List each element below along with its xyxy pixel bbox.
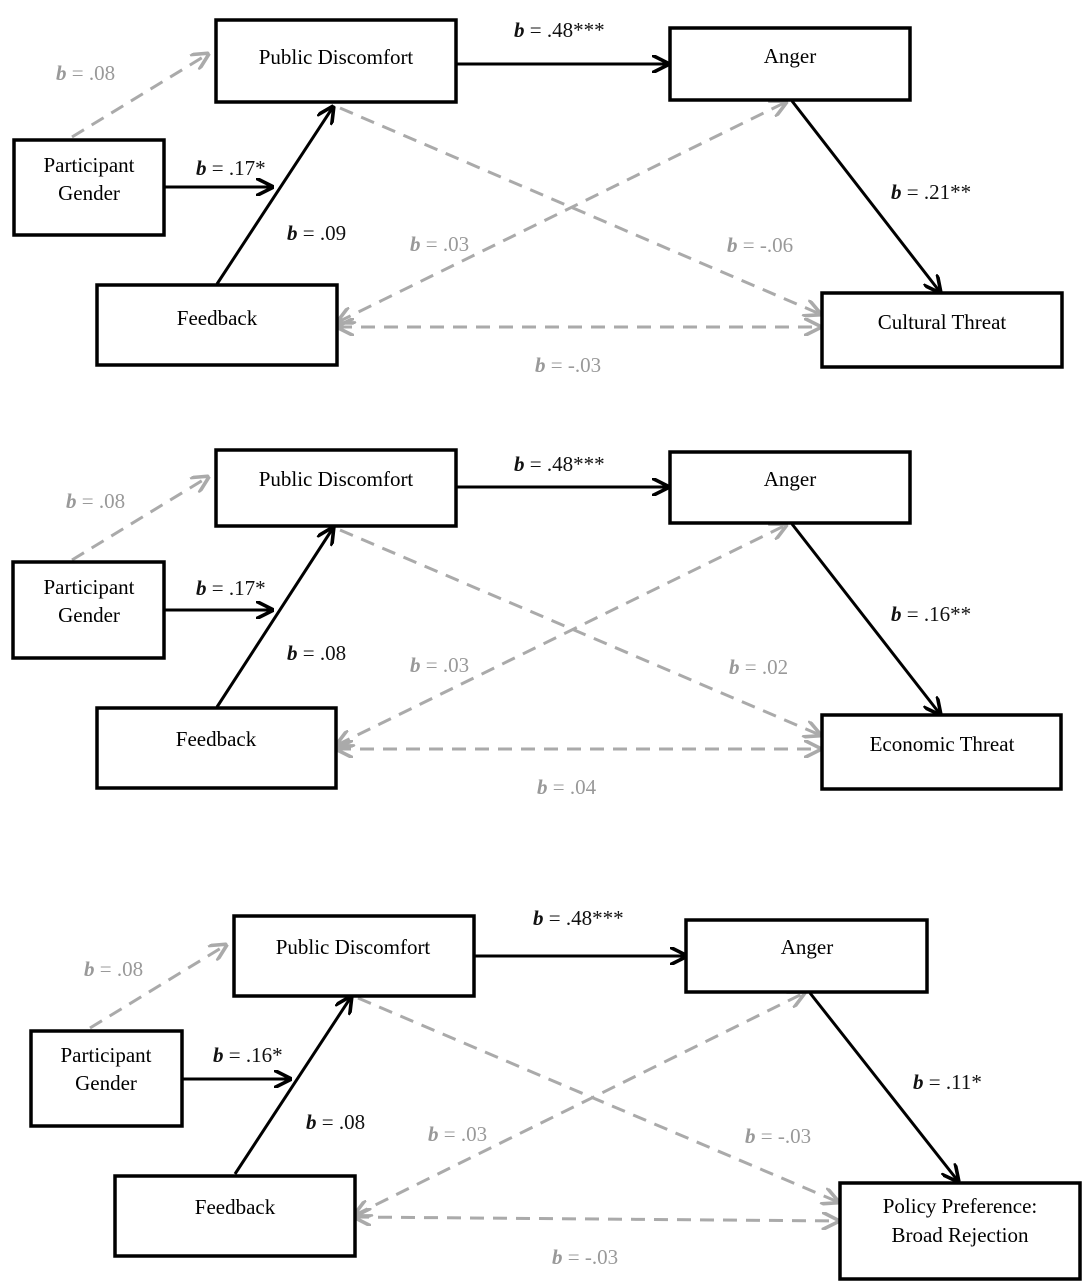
box-anger [668,450,912,525]
box-feedback [95,706,338,790]
path-anger-to-outcome-coefficient: b = .16** [891,602,971,626]
node-label-participant: Participant [44,575,135,599]
box-outcome [820,291,1064,369]
path-feedback-to-anger-arrow [338,102,786,322]
path-feedback-to-outcome-arrow [355,1217,838,1221]
path-anger-to-outcome-arrow [790,523,940,714]
box-feedback [113,1174,357,1258]
node-label-anger: Anger [764,44,816,68]
box-outcome [820,713,1063,791]
box-feedback [95,283,339,367]
path-feedback-to-anger-coefficient: b = .03 [428,1122,487,1146]
path-feedback-to-anger-arrow [337,525,786,745]
path-gender-to-public-discomfort-arrow [71,54,208,139]
node-label-public-discomfort: Public Discomfort [259,45,414,69]
node-label-outcome-line1: Economic Threat [870,732,1015,756]
panel-2: Public Discomfort AngerParticipantGenderF… [11,448,1063,799]
path-feedback-to-public-discomfort-coefficient: b = .08 [287,641,346,665]
path-public-discomfort-to-outcome-arrow [339,528,820,735]
path-gender-to-feedback-path-coefficient: b = .16* [213,1043,283,1067]
box-anger [684,918,929,994]
path-feedback-to-public-discomfort-arrow [215,107,333,285]
path-public-discomfort-to-anger-coefficient: b = .48*** [514,452,605,476]
node-label-feedback: Feedback [176,727,257,751]
node-label-outcome-line2: Broad Rejection [891,1223,1029,1247]
box-public-discomfort [214,448,458,528]
path-public-discomfort-to-outcome-coefficient: b = -.06 [727,233,793,257]
path-feedback-to-public-discomfort-arrow [215,528,333,708]
box-participant-gender [11,560,166,660]
path-gender-to-public-discomfort-coefficient: b = .08 [84,957,143,981]
node-label-feedback: Feedback [195,1195,276,1219]
node-label-anger: Anger [764,467,816,491]
node-label-outcome-line1: Policy Preference: [883,1194,1038,1218]
node-label-participant: Participant [61,1043,152,1067]
path-anger-to-outcome-arrow [808,992,958,1181]
path-public-discomfort-to-outcome-coefficient: b = .02 [729,655,788,679]
path-feedback-to-public-discomfort-coefficient: b = .09 [287,221,346,245]
path-feedback-to-anger-arrow [355,993,804,1215]
path-public-discomfort-to-anger-coefficient: b = .48*** [514,18,605,42]
node-label-public-discomfort: Public Discomfort [276,935,431,959]
path-gender-to-feedback-path-coefficient: b = .17* [196,156,266,180]
box-public-discomfort [232,914,476,998]
path-gender-to-public-discomfort-coefficient: b = .08 [56,61,115,85]
path-public-discomfort-to-outcome-arrow [357,996,838,1202]
path-public-discomfort-to-outcome-coefficient: b = -.03 [745,1124,811,1148]
path-gender-to-public-discomfort-arrow [71,477,208,562]
path-anger-to-outcome-coefficient: b = .11* [913,1070,982,1094]
path-feedback-to-outcome-coefficient: b = .04 [537,775,597,799]
box-participant-gender [29,1029,184,1128]
node-label-participant: Participant [44,153,135,177]
path-gender-to-public-discomfort-coefficient: b = .08 [66,489,125,513]
box-anger [668,26,912,102]
path-gender-to-feedback-path-coefficient: b = .17* [196,576,266,600]
path-public-discomfort-to-anger-coefficient: b = .48*** [533,906,624,930]
path-feedback-to-anger-coefficient: b = .03 [410,653,469,677]
box-outcome [838,1181,1082,1281]
path-gender-to-public-discomfort-arrow [89,945,226,1030]
box-participant-gender [12,138,166,237]
node-label-gender: Gender [58,603,120,627]
node-label-gender: Gender [58,181,120,205]
box-public-discomfort [214,18,458,104]
node-label-outcome-line1: Cultural Threat [878,310,1007,334]
node-label-feedback: Feedback [177,306,258,330]
node-label-gender: Gender [75,1071,137,1095]
path-public-discomfort-to-outcome-arrow [339,106,820,314]
path-feedback-to-public-discomfort-arrow [233,997,351,1175]
panel-3: Public Discomfort AngerParticipantGenderF… [29,906,1082,1281]
path-anger-to-outcome-arrow [790,100,940,292]
node-label-public-discomfort: Public Discomfort [259,467,414,491]
path-anger-to-outcome-coefficient: b = .21** [891,180,971,204]
node-label-anger: Anger [781,935,833,959]
path-feedback-to-anger-coefficient: b = .03 [410,232,469,256]
path-feedback-to-outcome-coefficient: b = -.03 [552,1245,618,1269]
panel-1: Public Discomfort AngerParticipantGenderF… [12,18,1064,377]
path-feedback-to-public-discomfort-coefficient: b = .08 [306,1110,365,1134]
path-feedback-to-outcome-coefficient: b = -.03 [535,353,601,377]
